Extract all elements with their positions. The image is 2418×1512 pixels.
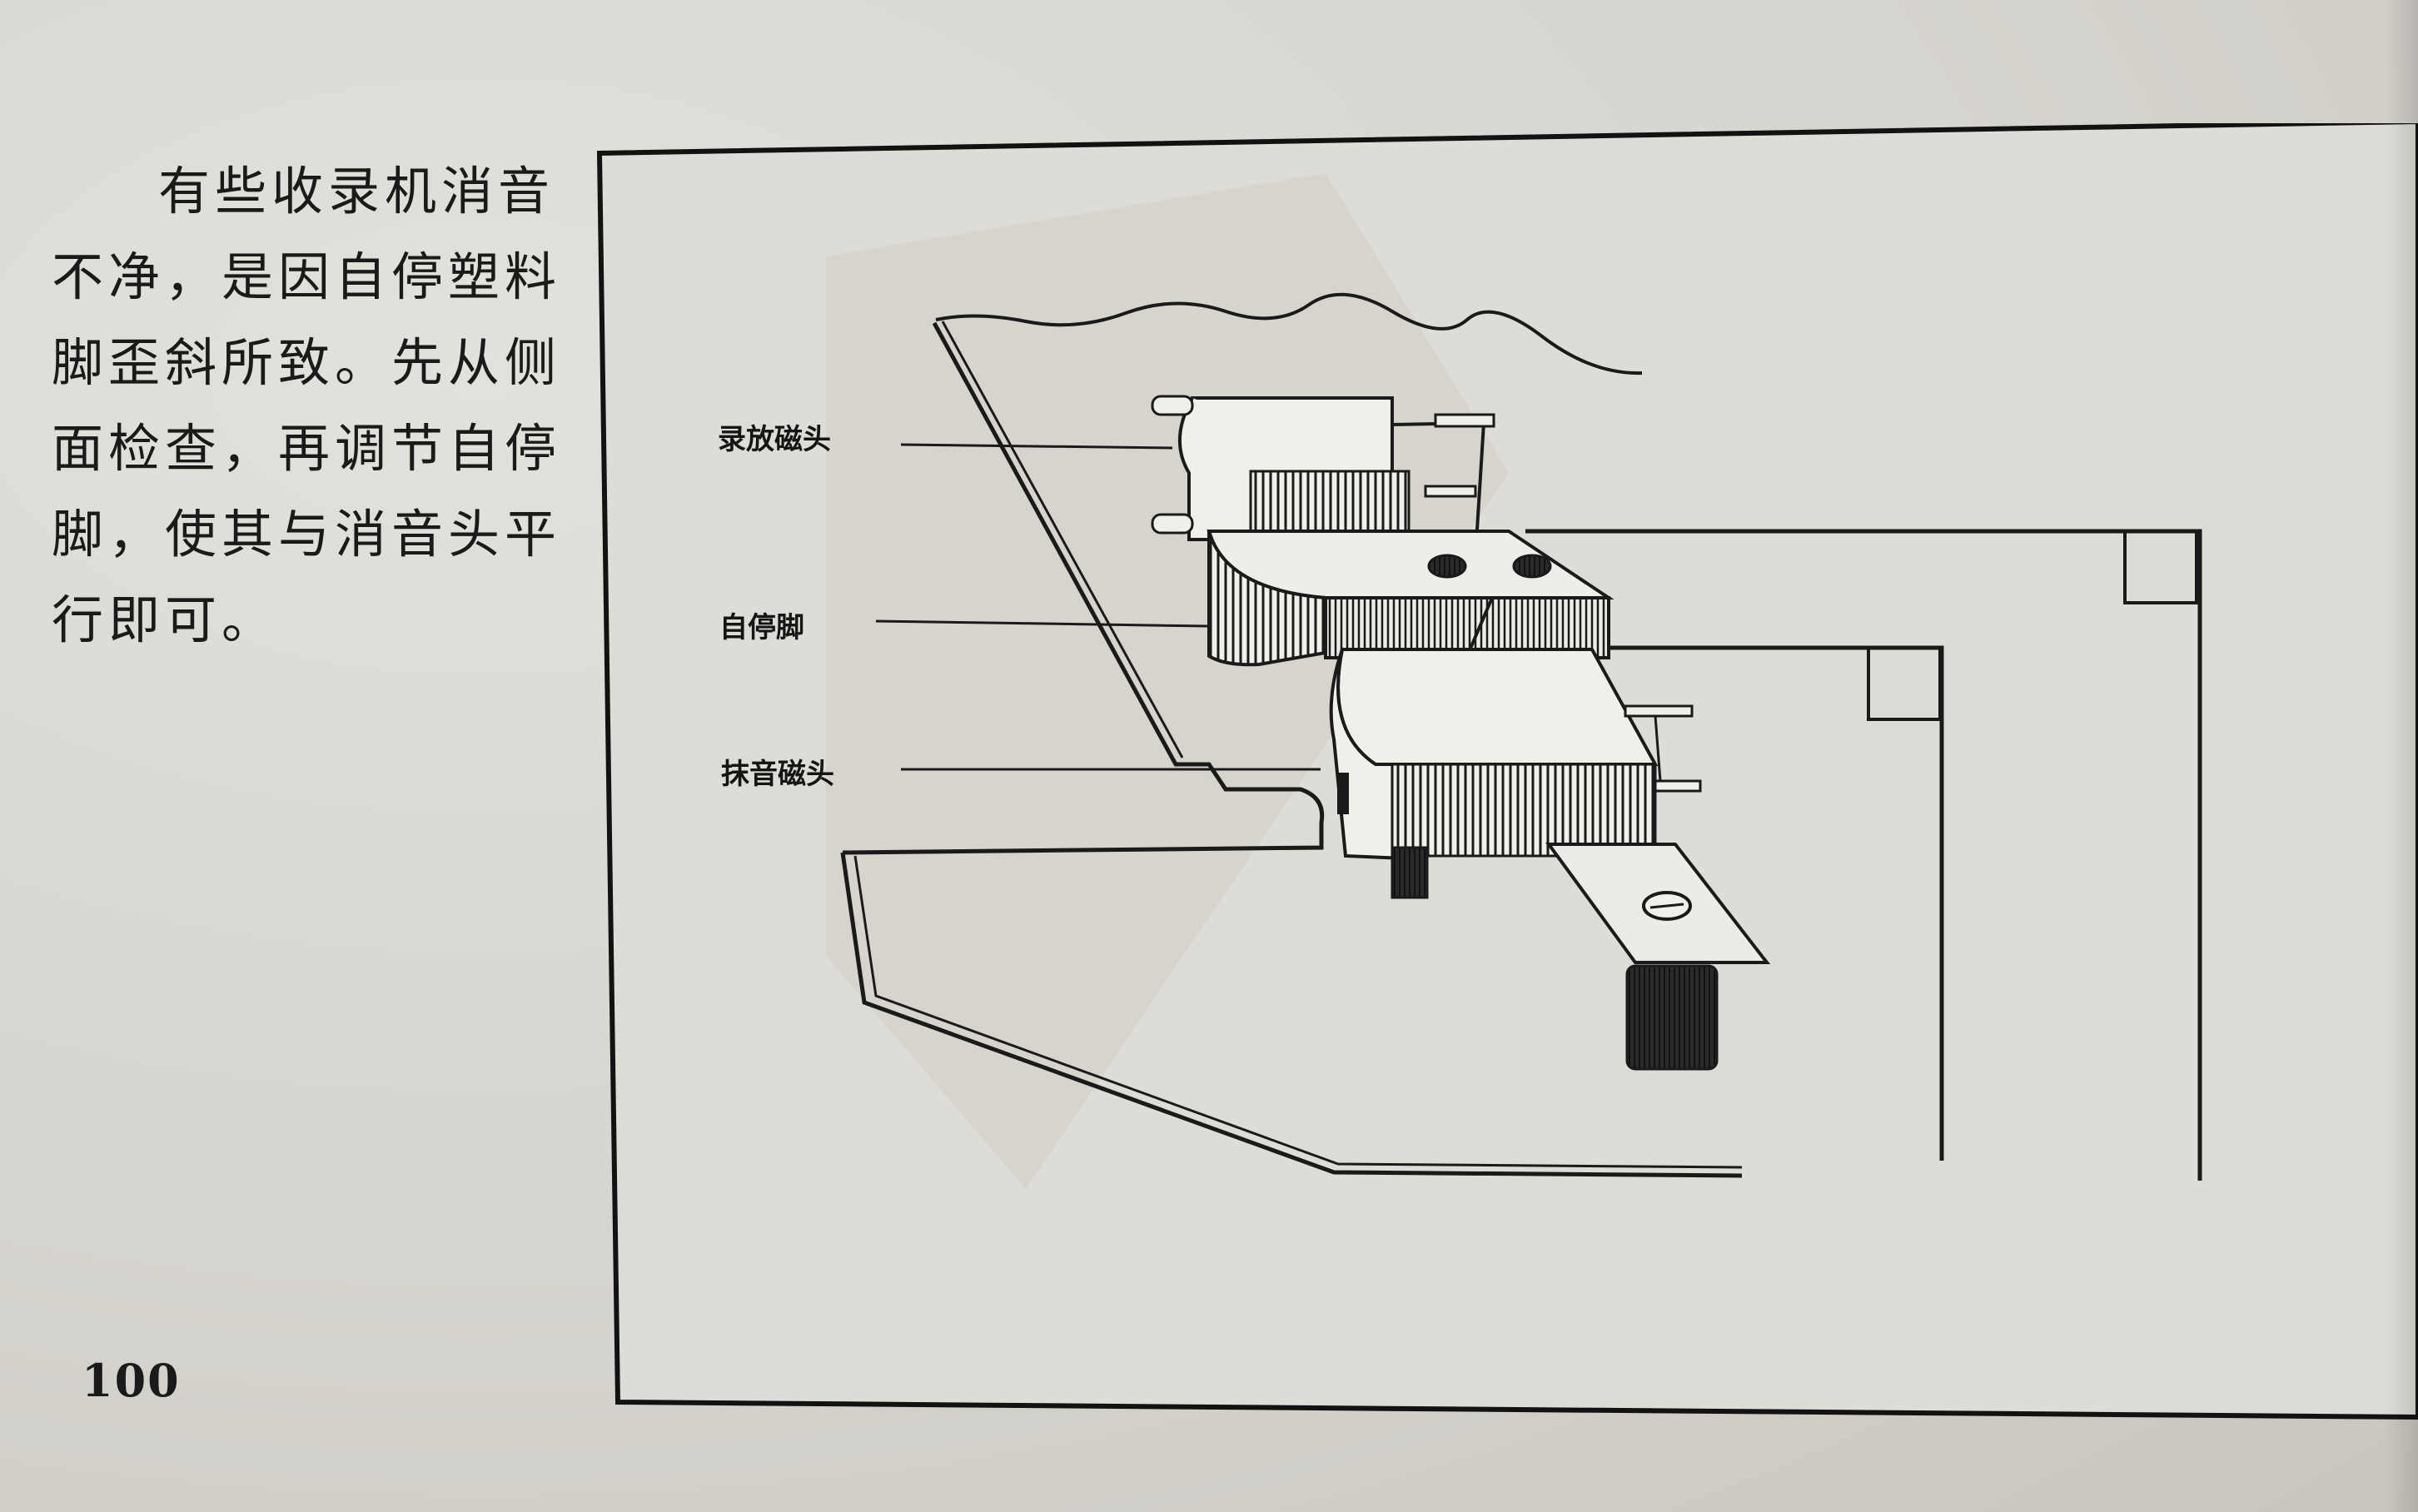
erase-head-screw-2 — [1654, 779, 1702, 793]
tape-head-illustration — [596, 123, 2418, 1420]
label-auto-stop-foot: 自停脚 — [719, 611, 804, 644]
text-line: 脚歪斜所致。先从侧 — [52, 332, 562, 393]
rp-head-pin-bottom — [1151, 513, 1194, 535]
rp-head-coil — [1249, 470, 1410, 541]
body-text: 有些收录机消音 不净，是因自停塑料 脚歪斜所致。先从侧 面检查，再调节自停 脚，… — [52, 148, 562, 663]
erase-head-coil — [1391, 763, 1657, 858]
tape-edge — [935, 292, 1643, 376]
text-line: 行即可。 — [52, 589, 279, 650]
chassis-bottom — [840, 852, 1743, 1178]
rp-head-pin-top — [1151, 395, 1194, 416]
text-line: 脚，使其与消音头平 — [52, 504, 562, 565]
motor-body — [1625, 964, 1719, 1071]
chassis-plate — [842, 321, 1325, 855]
auto-stop-hole-2 — [1512, 554, 1552, 579]
text-line: 面检查，再调节自停 — [52, 418, 562, 479]
label-erase-head: 抹音磁头 — [721, 758, 834, 791]
label-record-play-head: 录放磁头 — [718, 423, 831, 456]
auto-stop-hole-1 — [1427, 554, 1467, 579]
mounting-screw-slot — [1649, 903, 1684, 909]
leader-auto-stop — [875, 619, 1208, 628]
illustration-figure: 录放磁头 自停脚 抹音磁头 — [593, 123, 2418, 1422]
right-bracket-outer — [1525, 529, 2202, 1181]
erase-head-screw-1 — [1624, 704, 1694, 718]
inner-bracket-notch — [1867, 646, 1942, 721]
rp-screw-1 — [1434, 413, 1495, 428]
erase-head-dark-edge — [1337, 773, 1349, 814]
auto-stop-front — [1207, 530, 1327, 667]
page-number: 100 — [82, 1354, 181, 1407]
erase-head-wire — [1654, 715, 1662, 782]
chassis-bottom-inner — [853, 855, 1743, 1169]
text-line: 有些收录机消音 — [158, 161, 555, 221]
page-edge-shadow — [2385, 0, 2418, 1512]
right-bracket-notch — [2123, 530, 2198, 604]
rp-screw-2 — [1424, 485, 1477, 498]
text-line: 不净，是因自停塑料 — [52, 246, 562, 307]
leader-rp-head — [900, 443, 1173, 450]
auto-stop-step — [1465, 597, 1494, 657]
chassis-plate-inner — [941, 321, 1184, 758]
erase-head-post — [1391, 846, 1429, 899]
